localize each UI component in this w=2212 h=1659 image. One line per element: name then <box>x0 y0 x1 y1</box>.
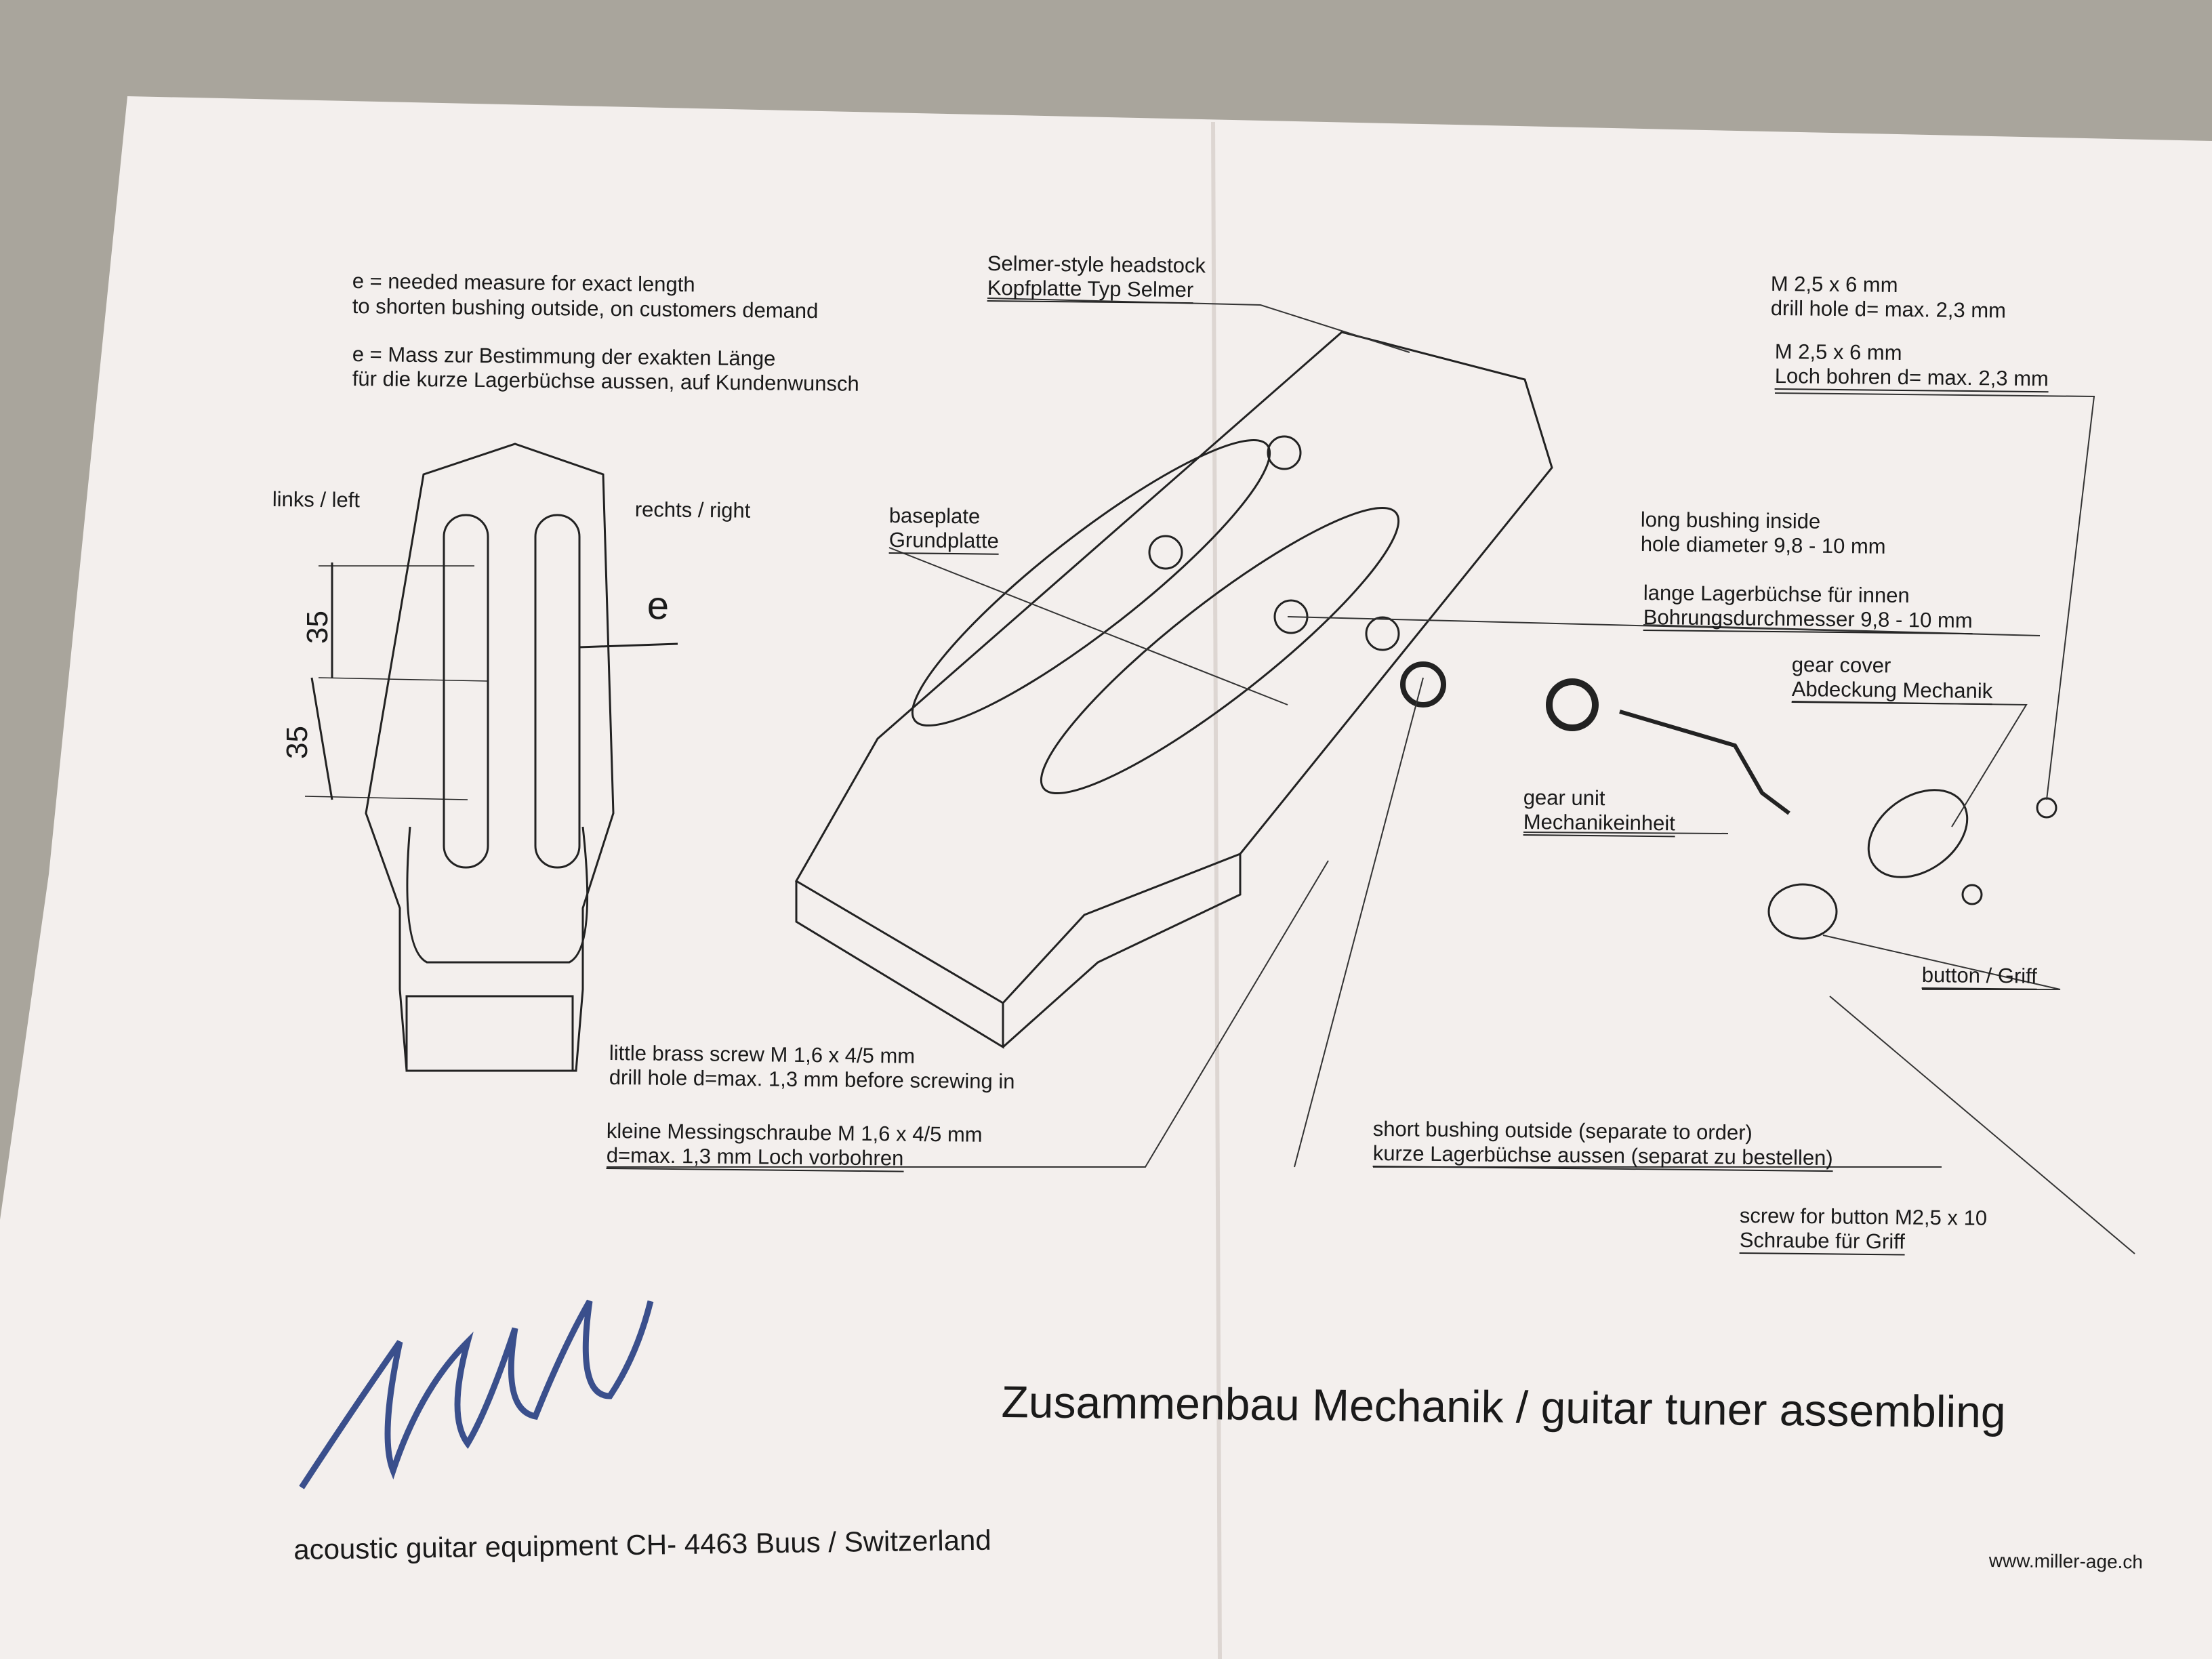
gear-cover-en: gear cover <box>1791 652 1891 678</box>
headstock-3d <box>794 331 2057 1049</box>
long-bushing-de-1: lange Lagerbüchse für innen <box>1643 580 1910 608</box>
gear-unit-en: gear unit <box>1523 785 1605 811</box>
baseplate-label-de: Grundplatte <box>888 527 999 555</box>
footer-address: acoustic guitar equipment CH- 4463 Buus … <box>293 1523 992 1565</box>
button-screw-de: Schraube für Griff <box>1739 1227 1906 1256</box>
left-label: links / left <box>272 487 361 512</box>
baseplate-label-en: baseplate <box>888 503 981 529</box>
button-screw-en: screw for button M2,5 x 10 <box>1739 1204 1988 1230</box>
long-bushing-de-2: Bohrungsdurchmesser 9,8 - 10 mm <box>1643 605 1973 635</box>
right-label: rechts / right <box>634 497 751 523</box>
brass-screw-en-1: little brass screw M 1,6 x 4/5 mm <box>609 1041 916 1068</box>
short-bushing-de: kurze Lagerbüchse aussen (separat zu bes… <box>1372 1141 1833 1172</box>
leader-lines <box>607 298 2135 1254</box>
miller-logo <box>299 1299 654 1490</box>
brass-screw-en-2: drill hole d=max. 1,3 mm before screwing… <box>609 1065 1015 1094</box>
long-bushing-en-2: hole diameter 9,8 - 10 mm <box>1640 531 1886 558</box>
footer-website: www.miller-age.ch <box>1988 1549 2144 1573</box>
screw-label-de-2: Loch bohren d= max. 2,3 mm <box>1774 363 2049 393</box>
brass-screw-de-2: d=max. 1,3 mm Loch vorbohren <box>606 1143 904 1172</box>
long-bushing-en-1: long bushing inside <box>1640 507 1821 533</box>
page-title: Zusammenbau Mechanik / guitar tuner asse… <box>1001 1376 2006 1437</box>
dimension-35-lower: 35 <box>281 726 314 759</box>
dimension-35-upper: 35 <box>301 611 334 644</box>
note-e-en-1: e = needed measure for exact length <box>352 268 695 297</box>
headstock-label-en: Selmer-style headstock <box>987 251 1206 278</box>
dimension-e: e <box>647 583 670 628</box>
note-e-de-2: für die kurze Lagerbüchse aussen, auf Ku… <box>352 366 859 396</box>
gear-cover-de: Abdeckung Mechanik <box>1791 676 1993 705</box>
paper-sheet <box>0 96 2212 1659</box>
fold-line <box>1211 121 1222 1659</box>
headstock-top-view <box>304 443 678 1072</box>
screw-label-en-2: drill hole d= max. 2,3 mm <box>1770 295 2007 323</box>
note-e-en-2: to shorten bushing outside, on customers… <box>352 293 819 323</box>
button-label: button / Griff <box>1921 962 2038 990</box>
screw-label-en-1: M 2,5 x 6 mm <box>1770 271 1898 297</box>
screw-label-de-1: M 2,5 x 6 mm <box>1774 339 1902 365</box>
gear-unit-de: Mechanikeinheit <box>1523 809 1676 838</box>
headstock-label-de: Kopfplatte Typ Selmer <box>987 275 1194 304</box>
